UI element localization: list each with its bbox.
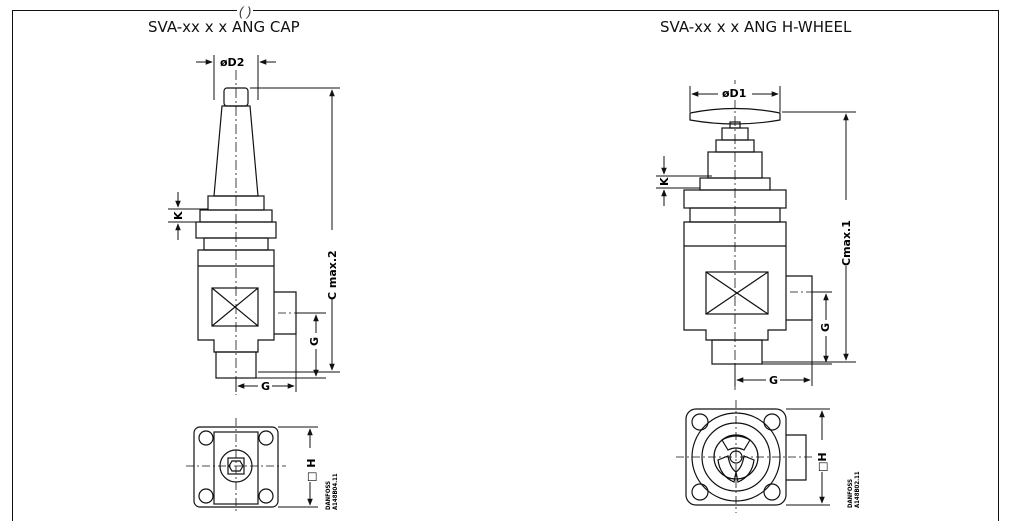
left-dim-k	[168, 192, 208, 240]
left-view-title: SVA-xx x x ANG CAP	[148, 18, 300, 36]
left-dim-g-vertical-label: G	[308, 337, 321, 346]
right-dim-k	[656, 156, 712, 206]
left-code-line2: A148B04.11	[332, 473, 339, 510]
right-valve-top-view	[676, 400, 812, 513]
right-dim-cmax-label: Cmax.1	[840, 220, 853, 266]
left-dim-k-label: K	[172, 211, 185, 220]
left-dim-d2	[196, 55, 276, 100]
left-valve-side-view	[195, 70, 300, 395]
top-caption: ( )	[237, 4, 254, 19]
drawing-frame: ( )	[12, 5, 999, 521]
right-code-line2: A148B02.11	[854, 471, 861, 508]
left-dim-cmax-label: C max.2	[326, 250, 339, 300]
right-dim-h-label: □H	[816, 452, 829, 472]
right-view-title: SVA-xx x x ANG H-WHEEL	[660, 18, 852, 36]
left-dim-h-label: □ H	[305, 459, 318, 482]
right-dim-k-label: K	[658, 177, 671, 186]
left-code-line1: DANFOSS	[325, 481, 332, 510]
left-dim-d2-label: øD2	[220, 56, 244, 69]
right-code-line1: DANFOSS	[847, 479, 854, 508]
right-valve-side-view	[683, 80, 820, 390]
right-dim-g-horizontal-label: G	[769, 374, 778, 387]
left-dim-g-horizontal-label: G	[261, 380, 270, 393]
right-dim-g-vertical-label: G	[819, 323, 832, 332]
right-dim-d1-label: øD1	[722, 87, 746, 100]
left-valve-top-view	[186, 418, 286, 513]
